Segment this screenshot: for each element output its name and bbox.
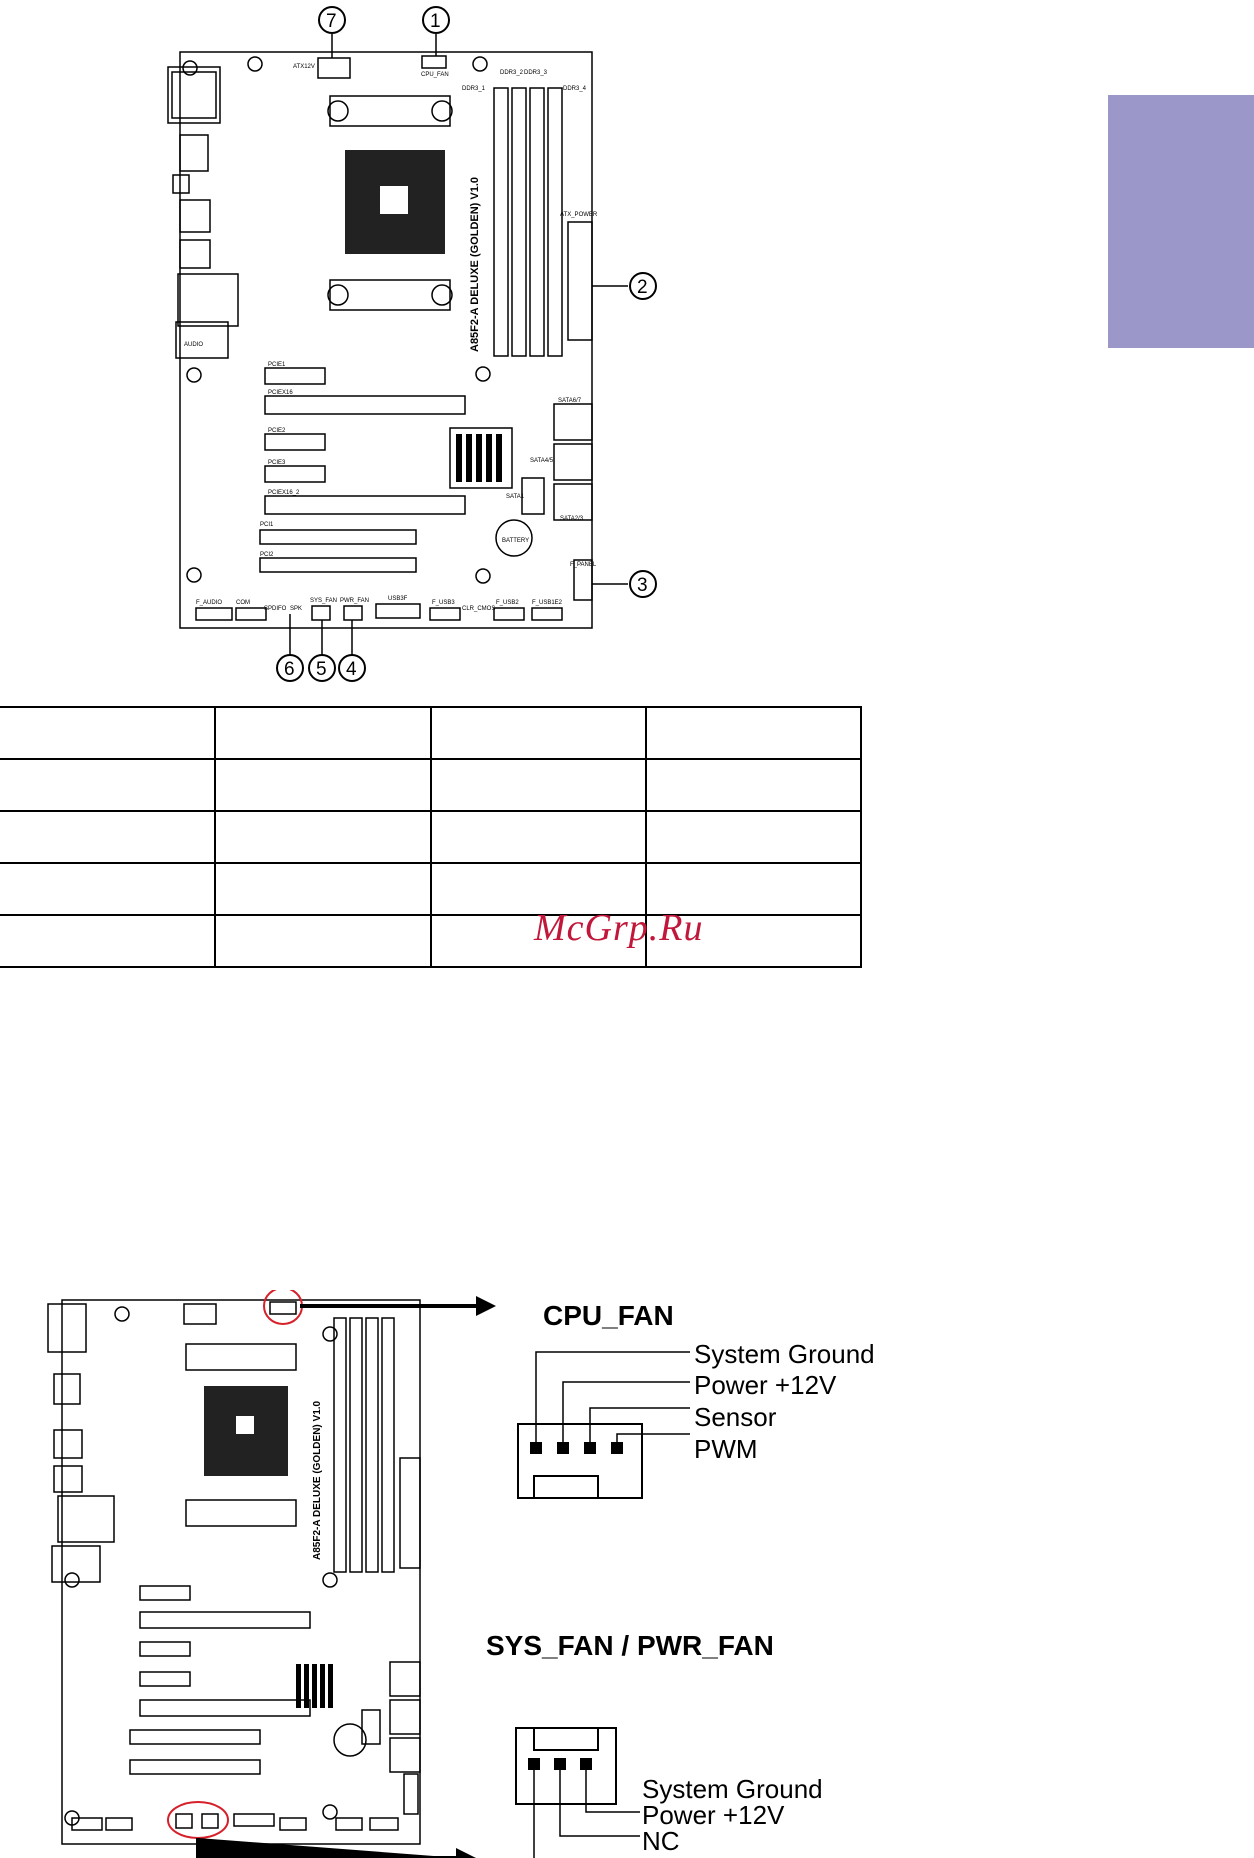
svg-text:SYS_FAN: SYS_FAN: [310, 598, 337, 604]
f-panel-header: [573, 559, 593, 601]
dimm-slot-1: [493, 87, 509, 357]
hdmi-port: [179, 134, 209, 172]
vga-port: [167, 66, 221, 124]
cpu-fan-header: [421, 55, 447, 69]
svg-text:CLR_CMOS: CLR_CMOS: [462, 606, 495, 612]
sata-4-5: [553, 443, 593, 481]
dimm-slot-2: [511, 87, 527, 357]
sys-fan-header: [311, 605, 331, 621]
sata1: [521, 477, 545, 515]
dimm-slot-3: [529, 87, 545, 357]
sys-pwr-fan-highlight: [167, 1801, 229, 1839]
board-outline: [179, 51, 593, 629]
callout-2: 2: [637, 277, 648, 298]
pciex16-2-slot: [264, 495, 466, 515]
svg-text:DDR3_4: DDR3_4: [563, 86, 587, 92]
sys-fan-pin-3: NC: [642, 1826, 680, 1856]
svg-text:PCIE2: PCIE2: [268, 428, 286, 434]
svg-text:F_PANEL: F_PANEL: [570, 562, 597, 568]
svg-text:SATA2/3: SATA2/3: [560, 516, 584, 522]
battery: [495, 519, 533, 557]
chipset-heatsink: [449, 427, 513, 489]
callout-4: 4: [346, 659, 357, 680]
pwr-fan-header: [343, 605, 363, 621]
sys-fan-pin-1: System Ground: [642, 1774, 823, 1804]
svg-text:CPU_FAN: CPU_FAN: [421, 72, 449, 78]
svg-text:A85F2-A DELUXE (GOLDEN) V1.0: A85F2-A DELUXE (GOLDEN) V1.0: [312, 1400, 323, 1560]
cpu-fan-pin-3: Sensor: [694, 1402, 777, 1432]
atx-power-connector: [567, 221, 593, 341]
svg-text:PCIE3: PCIE3: [268, 460, 286, 466]
svg-text:DDR3_3: DDR3_3: [524, 70, 548, 76]
pci2-slot: [259, 557, 417, 573]
usb-port-1: [179, 199, 211, 233]
svg-text:ATX_POWER: ATX_POWER: [560, 212, 598, 218]
sata-2-3: [553, 483, 593, 521]
pcie3-slot: [264, 465, 326, 483]
pciex16-slot: [264, 395, 466, 415]
svg-text:COM: COM: [236, 600, 250, 606]
cpu-fan-title: CPU_FAN: [543, 1300, 674, 1331]
cpu-fan-pin-1: System Ground: [694, 1339, 875, 1369]
pcie1-slot: [264, 367, 326, 385]
pcie2-slot: [264, 433, 326, 451]
svg-text:ATX12V: ATX12V: [293, 64, 315, 70]
table-row: [0, 862, 863, 916]
svg-text:SPDIFO: SPDIFO: [264, 606, 287, 612]
connector-table: [0, 706, 863, 968]
small-cpu-fan-header: [269, 1301, 297, 1315]
table-row: [0, 810, 863, 864]
top-board-diagram: A85F2-A DELUXE (GOLDEN) V1.0 ATX12V CPU_…: [167, 6, 657, 682]
sys-fan-title: SYS_FAN / PWR_FAN: [486, 1630, 774, 1661]
svg-text:SATA4/5: SATA4/5: [530, 458, 554, 464]
svg-text:SATA6/7: SATA6/7: [558, 398, 582, 404]
svg-text:USB3F: USB3F: [388, 596, 408, 602]
svg-text:PCIEX16: PCIEX16: [268, 390, 293, 396]
callout-7: 7: [326, 11, 337, 32]
svg-text:F_USB3: F_USB3: [432, 600, 455, 606]
fan-connector-diagram: A85F2-A DELUXE (GOLDEN) V1.0: [47, 1290, 690, 1858]
sys-fan-pin-2: Power +12V: [642, 1800, 785, 1830]
svg-text:DDR3_2: DDR3_2: [500, 70, 524, 76]
svg-text:SATA1: SATA1: [506, 494, 525, 500]
callout-3: 3: [637, 575, 648, 596]
watermark: McGrp.Ru: [534, 907, 704, 949]
svg-text:PCIEX16_2: PCIEX16_2: [268, 490, 300, 496]
svg-text:F_USB2: F_USB2: [496, 600, 519, 606]
atx12v-connector: [317, 57, 351, 79]
board-model-label: A85F2-A DELUXE (GOLDEN) V1.0: [469, 177, 481, 352]
callout-6: 6: [284, 659, 295, 680]
sata-6-7: [553, 403, 593, 441]
dimm-slot-4: [547, 87, 563, 357]
svg-text:AUDIO: AUDIO: [184, 342, 203, 348]
callout-5: 5: [316, 659, 327, 680]
cpu-fan-pin-4: PWM: [694, 1434, 758, 1464]
table-row: [0, 914, 863, 968]
svg-text:PCI1: PCI1: [260, 522, 274, 528]
svg-text:PWR_FAN: PWR_FAN: [340, 598, 369, 604]
table-row: [0, 706, 863, 760]
svg-text:BATTERY: BATTERY: [502, 538, 529, 544]
callout-1: 1: [430, 11, 441, 32]
small-pwr-fan-header: [201, 1813, 219, 1829]
svg-text:SPK: SPK: [290, 606, 302, 612]
usb-port-2: [179, 239, 211, 269]
svg-text:PCI2: PCI2: [260, 552, 274, 558]
lan-port: [177, 273, 239, 327]
small-sys-fan-header: [175, 1813, 193, 1829]
chapter-tab: [1108, 95, 1254, 348]
audio-port: [175, 321, 229, 359]
svg-text:PCIE1: PCIE1: [268, 362, 286, 368]
svg-text:F_USB1E2: F_USB1E2: [532, 600, 563, 606]
cpu-fan-pin-2: Power +12V: [694, 1370, 837, 1400]
usb3f-header: [375, 603, 421, 619]
svg-text:DDR3_1: DDR3_1: [462, 86, 486, 92]
svg-text:F_AUDIO: F_AUDIO: [196, 600, 222, 606]
table-row: [0, 758, 863, 812]
pci1-slot: [259, 529, 417, 545]
